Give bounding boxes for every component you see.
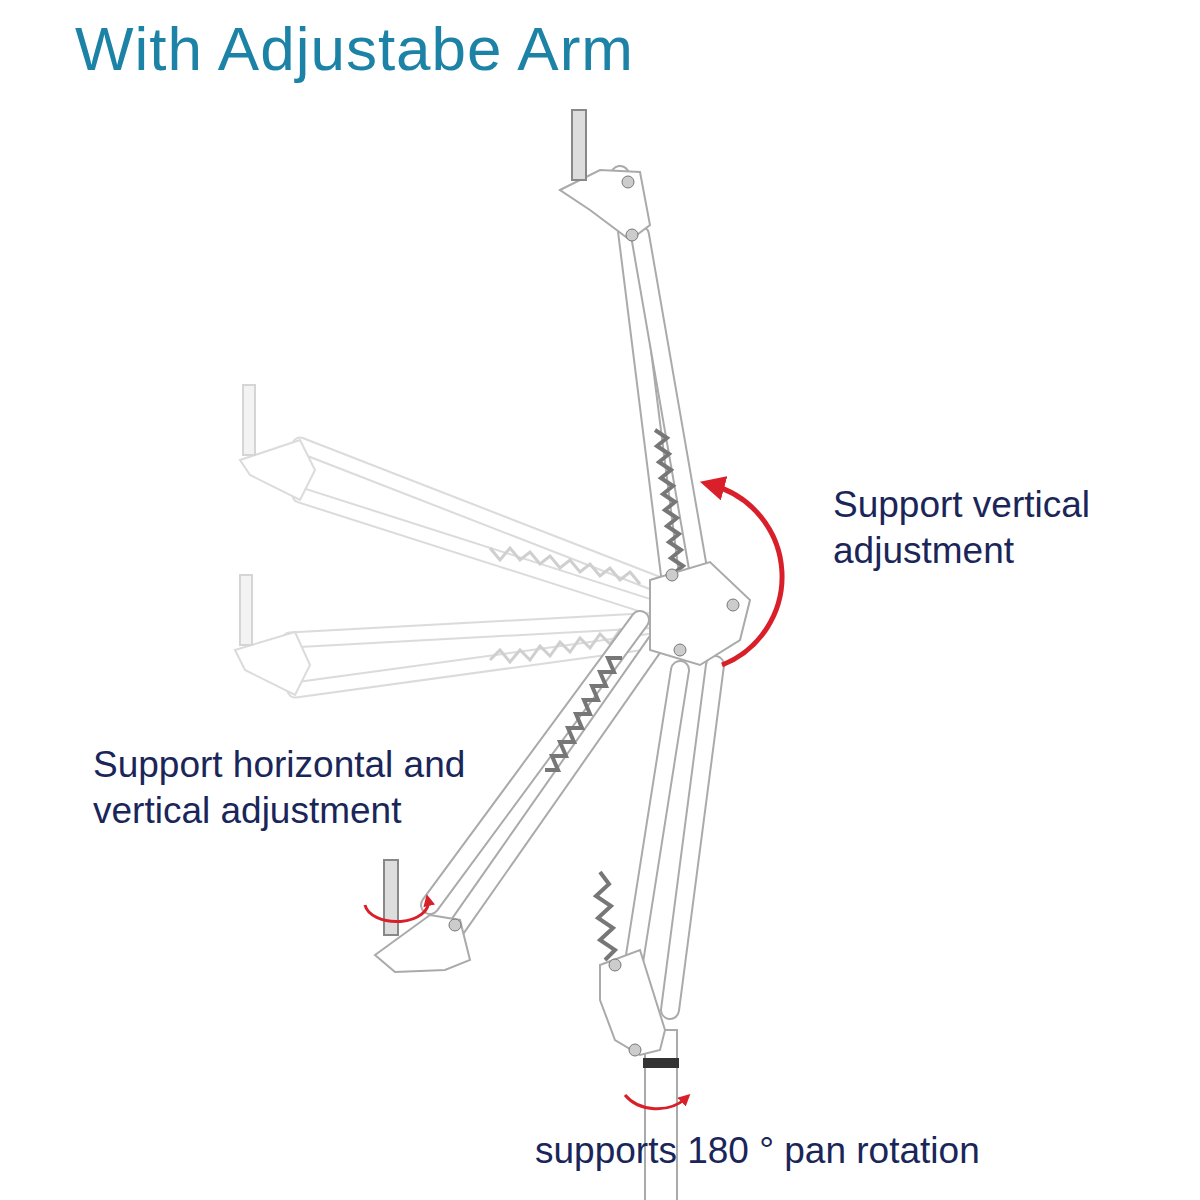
upper-arm xyxy=(620,175,700,580)
feature-label: Support vertical adjustment xyxy=(833,482,1178,575)
pan-arrow xyxy=(625,1095,686,1109)
stand-pole xyxy=(645,1030,677,1200)
ghost-arms xyxy=(235,385,660,695)
joint-plate xyxy=(650,562,750,665)
feature-label: Support horizontal and vertical adjustme… xyxy=(93,742,533,835)
page-title: With Adjustabe Arm xyxy=(75,10,1075,88)
vertical-arrow xyxy=(712,485,782,665)
swivel-arrow xyxy=(365,900,428,922)
pole-mount xyxy=(600,950,665,1055)
feature-label: supports 180 ° pan rotation xyxy=(535,1128,1095,1174)
